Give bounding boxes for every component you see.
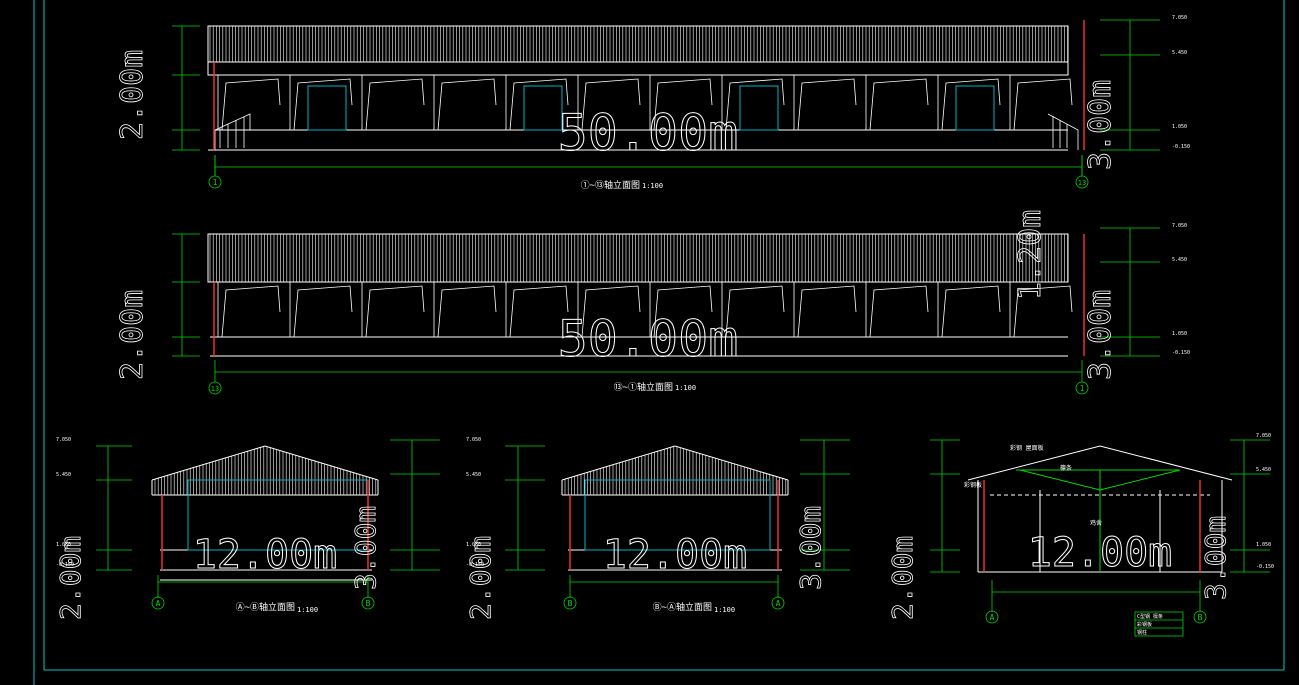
section-view: 12.00m A B 彩钢 屋面板 檩条 彩钢板 鸡舍 C型钢 檩条 彩钢板 钢… bbox=[886, 433, 1274, 637]
section-legend-2: 彩钢板 bbox=[1137, 621, 1152, 628]
section-level-4: -0.150 bbox=[1256, 564, 1274, 570]
elevation-3-vdim-2: 3.00m bbox=[349, 506, 382, 590]
elevation-1-columns bbox=[213, 20, 1085, 150]
elevation-2-vdim-3: 1.20m bbox=[1013, 210, 1048, 300]
section-length-label: 12.00m bbox=[1028, 530, 1173, 576]
section-level-3: 1.050 bbox=[1256, 542, 1271, 548]
elevation-2-structure bbox=[207, 233, 1069, 357]
elevation-4-scale: 1:100 bbox=[714, 606, 735, 614]
elevation-1-axis-right: 13 bbox=[1078, 179, 1086, 187]
elevation-1-doors bbox=[307, 85, 995, 131]
elevation-4-axis-right: A bbox=[776, 599, 781, 608]
section-legend-3: 钢柱 bbox=[1137, 629, 1147, 636]
elevation-1-structure bbox=[207, 25, 1069, 151]
elevation-3-scale: 1:100 bbox=[297, 606, 318, 614]
elevation-4-length-label: 12.00m bbox=[603, 532, 748, 578]
elevation-2-scale: 1:100 bbox=[675, 384, 696, 392]
elevation-4-dimensions bbox=[505, 439, 850, 610]
elevation-2-level-2: 5.450 bbox=[1172, 257, 1187, 263]
elevation-1-vdim-2: 3.00m bbox=[1083, 80, 1118, 170]
elevation-2-roof-hatch bbox=[209, 234, 1068, 282]
section-note-room: 鸡舍 bbox=[1090, 519, 1102, 527]
elevation-4-columns bbox=[569, 480, 779, 570]
elevation-4-title: Ⓑ~Ⓐ轴立面图 bbox=[653, 601, 712, 613]
elevation-4-roof-hatch bbox=[564, 446, 787, 495]
elevation-3-length-label: 12.00m bbox=[193, 532, 338, 578]
elevation-2-level-top: 7.050 bbox=[1172, 223, 1187, 229]
elevation-4-vdim-1: 2.00m bbox=[464, 536, 497, 620]
elevation-2-vdim-2: 3.00m bbox=[1083, 290, 1118, 380]
elevation-3-level-4: -0.150 bbox=[56, 562, 74, 568]
elevation-3-title: Ⓐ~Ⓑ轴立面图 bbox=[236, 601, 295, 613]
elevation-2-axis-right: 1 bbox=[1080, 384, 1085, 393]
elevation-4-level-4: -0.150 bbox=[466, 562, 484, 568]
elevation-3-level-2: 5.450 bbox=[56, 472, 71, 478]
elevation-3-roof-hatch bbox=[154, 446, 377, 495]
elevation-1-level-top: 7.050 bbox=[1172, 15, 1187, 21]
elevation-2-axis-left: 13 bbox=[211, 385, 219, 393]
elevation-2-columns bbox=[213, 234, 1085, 356]
drawing-frame bbox=[33, 0, 1285, 685]
elevation-3-vdim-1: 2.00m bbox=[54, 536, 87, 620]
section-axis-left: A bbox=[990, 613, 995, 622]
elevation-4: 12.00m B A Ⓑ~Ⓐ轴立面图 1:100 7.050 5.450 1.0… bbox=[464, 437, 850, 620]
section-note-wall: 彩钢板 bbox=[964, 481, 982, 489]
section-structure bbox=[967, 445, 1233, 573]
elevation-2-vdim-1: 2.00m bbox=[115, 290, 150, 380]
elevation-1-level-2: 5.450 bbox=[1172, 50, 1187, 56]
elevation-2-level-4: -0.150 bbox=[1172, 350, 1190, 356]
elevation-2-dimensions bbox=[172, 227, 1160, 395]
elevation-1-roof-hatch bbox=[209, 26, 1068, 62]
elevation-1-level-4: -0.150 bbox=[1172, 144, 1190, 150]
elevation-1-bays bbox=[217, 75, 1073, 131]
elevation-1: 50.00m 1 13 ①~⑬轴立面图 1:100 7.050 5.450 1.… bbox=[115, 15, 1190, 191]
elevation-4-glass bbox=[584, 479, 771, 551]
section-vdim-2: 3.00m bbox=[1199, 516, 1232, 600]
section-dimensions bbox=[930, 439, 1270, 637]
elevation-1-vdim-1: 2.00m bbox=[115, 50, 150, 140]
elevation-4-axis-left: B bbox=[568, 599, 573, 608]
section-columns bbox=[983, 480, 1201, 572]
elevation-3-level-3: 1.050 bbox=[56, 542, 71, 548]
section-axis-right: B bbox=[1198, 613, 1203, 622]
section-level-2: 5.450 bbox=[1256, 467, 1271, 473]
elevation-1-length-label: 50.00m bbox=[558, 104, 739, 162]
elevation-3-axis-left: A bbox=[156, 599, 161, 608]
elevation-1-stairs bbox=[214, 113, 1079, 150]
elevation-1-title: ①~⑬轴立面图 bbox=[581, 179, 640, 191]
elevation-4-level-2: 5.450 bbox=[466, 472, 481, 478]
elevation-3-level-top: 7.050 bbox=[56, 437, 71, 443]
elevation-2: 50.00m 13 1 ⑬~①轴立面图 1:100 7.050 5.450 1.… bbox=[115, 209, 1190, 395]
section-note-purlin: 檩条 bbox=[1060, 464, 1072, 472]
section-note-roof: 彩钢 屋面板 bbox=[1010, 444, 1044, 452]
elevation-4-level-top: 7.050 bbox=[466, 437, 481, 443]
elevation-3-axis-right: B bbox=[366, 599, 371, 608]
elevation-1-level-3: 1.050 bbox=[1172, 124, 1187, 130]
elevation-1-scale: 1:100 bbox=[642, 182, 663, 190]
elevation-4-vdim-2: 3.00m bbox=[794, 506, 827, 590]
section-vdim-1: 2.00m bbox=[886, 536, 919, 620]
elevation-3-dimensions bbox=[96, 439, 440, 610]
section-legend-1: C型钢 檩条 bbox=[1137, 613, 1163, 620]
elevation-3: 12.00m A B Ⓐ~Ⓑ轴立面图 1:100 7.050 5.450 1.0… bbox=[54, 437, 440, 620]
elevation-3-columns bbox=[161, 480, 369, 570]
elevation-2-level-3: 1.050 bbox=[1172, 331, 1187, 337]
elevation-2-bays bbox=[217, 282, 1073, 338]
elevation-1-axis-left: 1 bbox=[213, 178, 218, 187]
elevation-4-level-3: 1.050 bbox=[466, 542, 481, 548]
elevation-2-title: ⑬~①轴立面图 bbox=[614, 381, 673, 393]
elevation-2-length-label: 50.00m bbox=[558, 310, 739, 368]
section-level-top: 7.050 bbox=[1256, 433, 1271, 439]
elevation-1-dimensions bbox=[172, 19, 1160, 189]
